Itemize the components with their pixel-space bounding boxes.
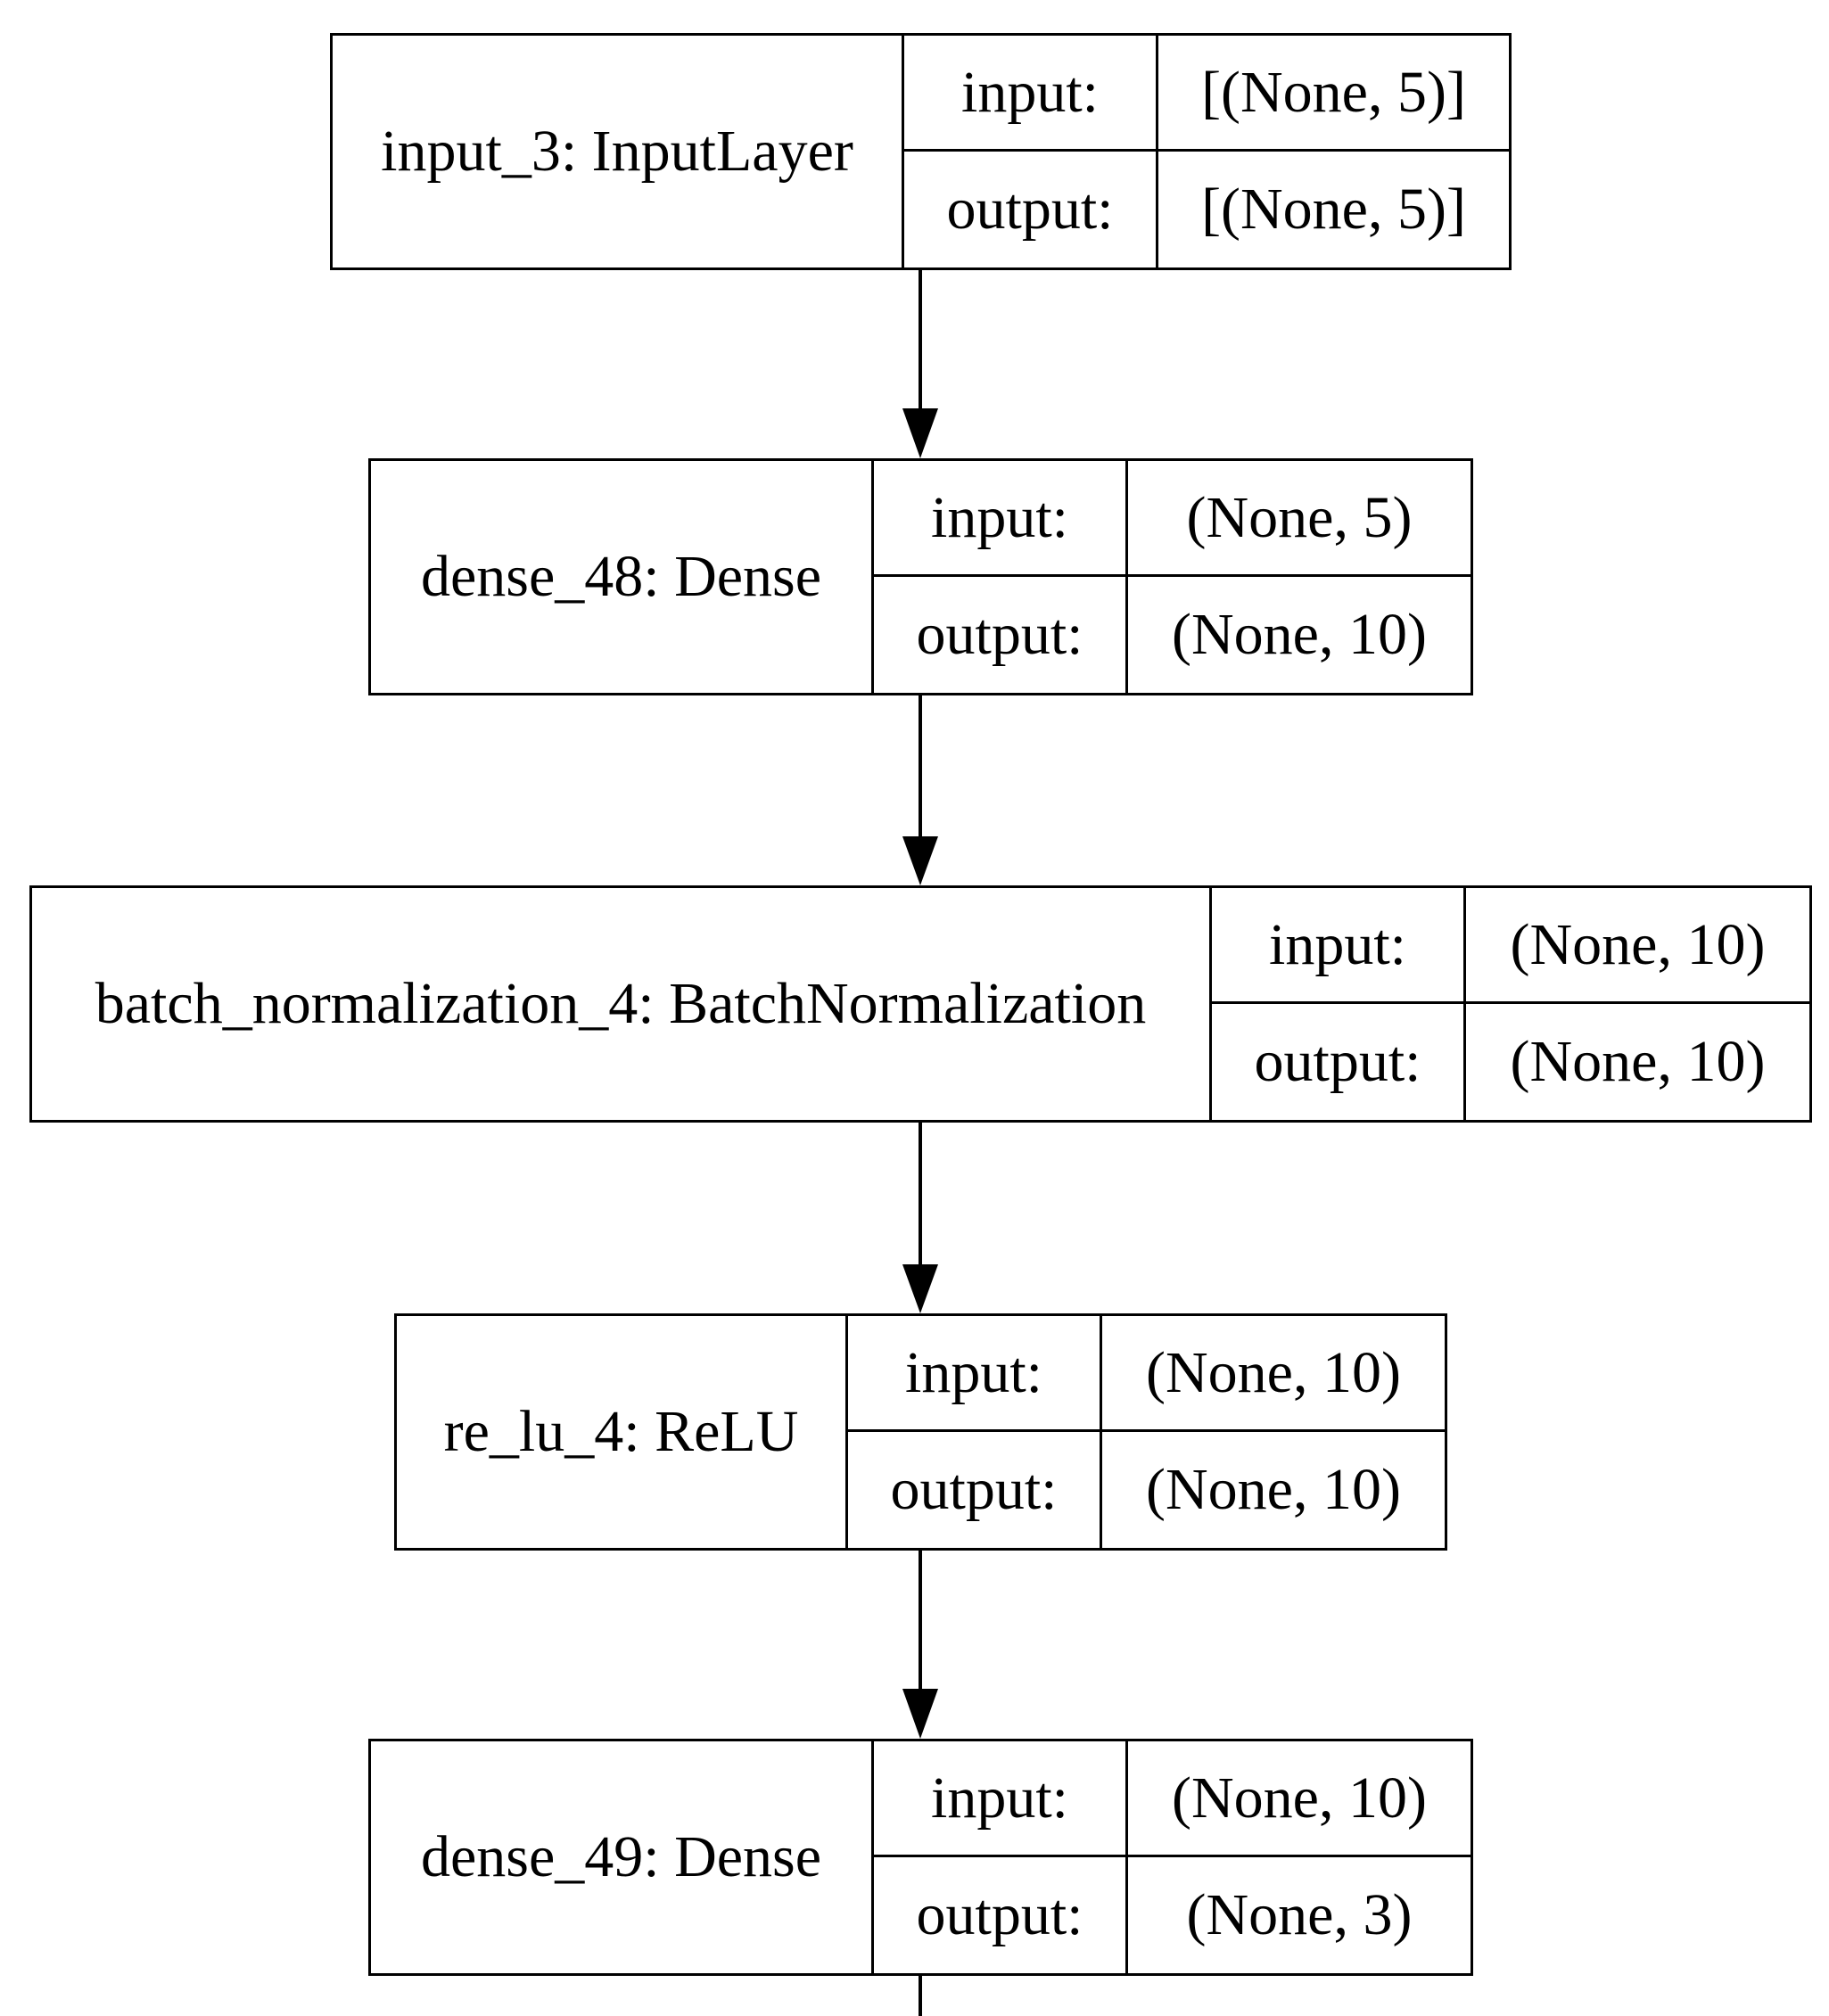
output-shape: (None, 10) (1146, 1457, 1401, 1522)
layer-label: dense_49: Dense (420, 1824, 822, 1889)
layer-label: batch_normalization_4: BatchNormalizatio… (95, 971, 1147, 1036)
io-table: input: [(None, 5)] output: [(None, 5)] (902, 36, 1509, 267)
arrowhead-icon (902, 1689, 938, 1739)
io-table: input: (None, 5) output: (None, 10) (871, 461, 1471, 693)
input-key: input: (874, 1741, 1128, 1857)
io-table: input: (None, 10) output: (None, 3) (871, 1741, 1471, 1973)
input-key: input: (848, 1316, 1102, 1432)
edge-re-lu-4-to-dense-49 (902, 1551, 938, 1739)
edge-input-3-to-dense-48 (902, 270, 938, 458)
input-shape: (None, 10) (1128, 1741, 1471, 1857)
output-shape: [(None, 5)] (1201, 177, 1466, 242)
output-key: output: (848, 1432, 1102, 1548)
output-key: output: (874, 577, 1128, 693)
arrowhead-icon (902, 408, 938, 458)
output-key: output: (1212, 1004, 1466, 1120)
input-key: input: (904, 36, 1158, 152)
input-shape: (None, 10) (1466, 888, 1809, 1004)
layer-node-dense-49: dense_49: Dense input: (None, 10) output… (368, 1739, 1473, 1976)
input-key: input: (1212, 888, 1466, 1004)
layer-node-dense-48: dense_48: Dense input: (None, 5) output:… (368, 458, 1473, 695)
layer-node-input-3: input_3: InputLayer input: [(None, 5)] o… (330, 33, 1512, 270)
input-shape: [(None, 5)] (1158, 36, 1509, 152)
arrowhead-icon (902, 836, 938, 885)
io-table: input: (None, 10) output: (None, 10) (1209, 888, 1809, 1120)
layer-node-batch-normalization-4: batch_normalization_4: BatchNormalizatio… (29, 885, 1812, 1123)
edge-dense-48-to-batch-normalization-4 (902, 695, 938, 885)
layer-node-re-lu-4: re_lu_4: ReLU input: (None, 10) output: … (394, 1313, 1447, 1551)
output-shape: (None, 3) (1186, 1882, 1413, 1947)
output-shape: (None, 10) (1510, 1029, 1766, 1094)
input-key: input: (874, 461, 1128, 577)
arrowhead-icon (902, 1264, 938, 1313)
io-table: input: (None, 10) output: (None, 10) (845, 1316, 1445, 1548)
output-key: output: (904, 152, 1158, 267)
output-key: output: (874, 1857, 1128, 1973)
output-shape: (None, 10) (1172, 602, 1427, 667)
layer-label: re_lu_4: ReLU (443, 1399, 799, 1464)
input-shape: (None, 10) (1102, 1316, 1445, 1432)
layer-label: input_3: InputLayer (381, 119, 853, 184)
input-shape: (None, 5) (1128, 461, 1471, 577)
layer-label: dense_48: Dense (420, 544, 822, 609)
edge-batch-normalization-4-to-re-lu-4 (902, 1123, 938, 1313)
